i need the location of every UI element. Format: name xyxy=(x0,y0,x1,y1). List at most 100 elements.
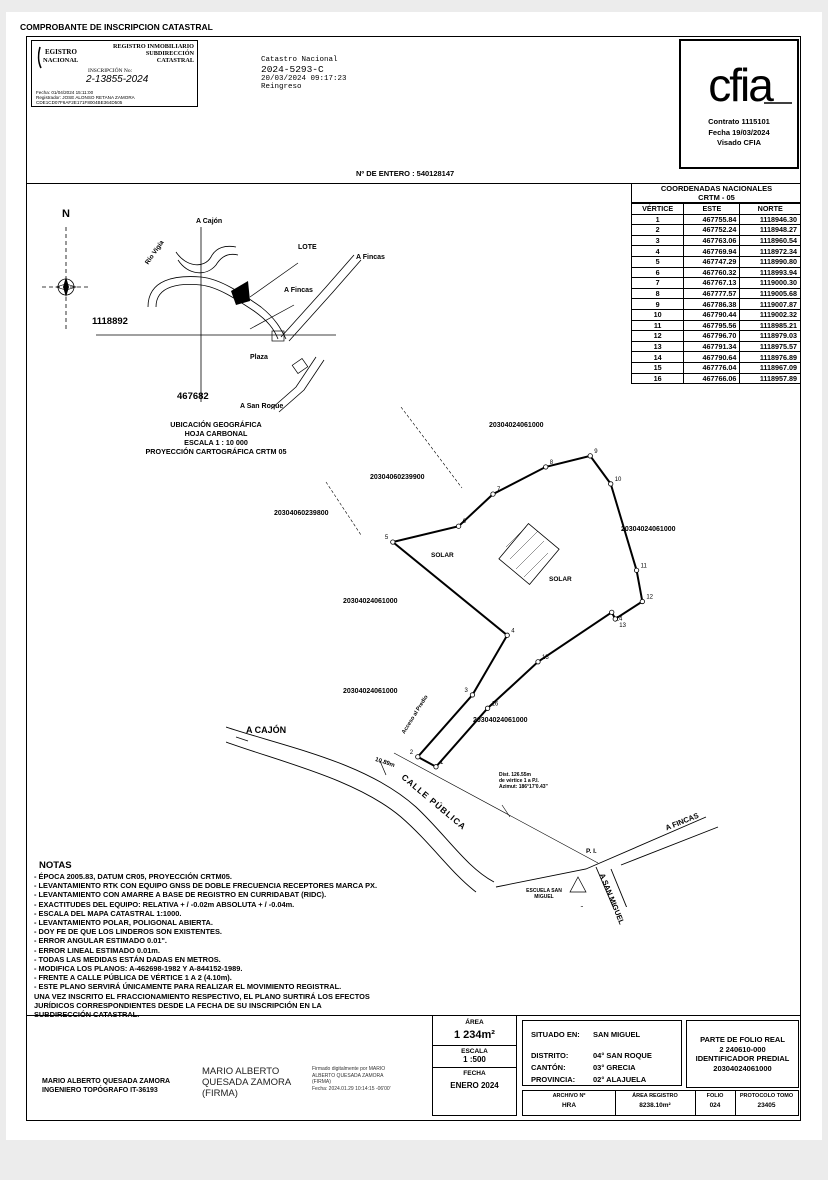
registro-nacional-logo: EGISTRO NACIONAL xyxy=(36,44,84,69)
parcel-vertex-label: 10 xyxy=(615,477,622,483)
catastro-datetime: 20/03/2024 09:17:23 xyxy=(261,74,347,83)
map-label-a-cajon: A Cajón xyxy=(196,218,223,225)
coords-east: 467769.94 xyxy=(683,245,741,257)
coords-vertex: 4 xyxy=(630,245,685,257)
coords-north: 1118946.30 xyxy=(739,213,801,226)
map-label-plaza: Plaza xyxy=(250,354,268,361)
area-registry-label: ÁREA REGISTRO xyxy=(632,1093,678,1099)
neighbor-label-lower-left: 20304024061000 xyxy=(343,688,398,695)
neighbor-label-lower-right: 20304024061000 xyxy=(473,717,528,724)
parcel-vertex-marker xyxy=(469,692,476,698)
coords-north: 1118990.80 xyxy=(739,255,801,268)
solar-label-2: SOLAR xyxy=(549,576,572,583)
parcel-vertex-label: 3 xyxy=(464,688,468,694)
geo-line-2: HOJA CARBONAL xyxy=(184,429,248,438)
engineer-block: MARIO ALBERTO QUESADA ZAMORA INGENIERO T… xyxy=(42,1077,170,1095)
map-coord-east: 467682 xyxy=(177,391,209,402)
header-divider xyxy=(26,183,801,184)
pi-label: P. I. xyxy=(586,848,597,855)
note-item: UNA VEZ INSCRITO EL FRACCIONAMIENTO RESP… xyxy=(34,991,370,1001)
coords-north: 1119002.32 xyxy=(739,308,801,321)
map-label-a-fincas-2: A Fincas xyxy=(284,287,313,294)
parcel-vertex-label: 8 xyxy=(550,460,554,466)
svg-text:NACIONAL: NACIONAL xyxy=(43,57,79,64)
date-label: FECHA xyxy=(463,1070,486,1077)
neighbor-label-top: 20304024061000 xyxy=(489,422,544,429)
coords-vertex: 16 xyxy=(630,372,685,385)
area-label: ÁREA xyxy=(465,1019,484,1026)
parcel-vertex-marker xyxy=(456,523,462,529)
parcel-vertex-marker xyxy=(639,598,645,605)
parcel-vertex-marker xyxy=(490,491,496,497)
parcel-vertex-marker xyxy=(609,609,615,615)
coords-east: 467763.06 xyxy=(683,234,741,247)
coords-north: 1118985.21 xyxy=(739,319,801,332)
archive-cell: ARCHIVO Nº HRA xyxy=(523,1091,616,1115)
coords-vertex: 3 xyxy=(630,234,685,247)
note-item: - ÉPOCA 2005.83, DATUM CR05, PROYECCIÓN … xyxy=(34,872,232,881)
distance-note: Dist. 126.55m de vértice 1 a P.I. Azimut… xyxy=(499,772,548,790)
cfia-visado: Visado CFIA xyxy=(716,138,762,147)
sig-detail-3: (FIRMA) xyxy=(312,1079,331,1085)
note-item: - MODIFICA LOS PLANOS: A-462698-1982 Y A… xyxy=(34,964,243,974)
parcel-vertex-marker xyxy=(633,567,640,573)
note-item: - EXACTITUDES DEL EQUIPO: RELATIVA + / -… xyxy=(34,899,295,909)
stamp-inscription-number: 2-13855-2024 xyxy=(86,74,149,85)
notes-list: - ÉPOCA 2005.83, DATUM CR05, PROYECCIÓN … xyxy=(34,872,377,1019)
stamp-line-3: CATASTRAL xyxy=(156,57,194,64)
note-item: - ESTE PLANO SERVIRÁ ÚNICAMENTE PARA REA… xyxy=(34,982,342,992)
map-label-a-fincas-1: A Fincas xyxy=(356,254,385,261)
sig-detail-1: Firmado digitalmente por MARIO xyxy=(312,1066,386,1072)
location-block: SITUADO EN: SAN MIGUEL DISTRITO: 04° SAN… xyxy=(522,1020,682,1086)
folio-title: PARTE DE FOLIO REAL xyxy=(700,1035,785,1044)
situated-value: SAN MIGUEL xyxy=(593,1030,641,1039)
parcel-vertex-label: 16 xyxy=(492,701,499,707)
coords-east: 467790.64 xyxy=(683,351,741,363)
folio-identifier: 20304024061000 xyxy=(713,1063,772,1073)
neighbor-label-7: 20304060239900 xyxy=(370,474,425,481)
geo-line-1: UBICACIÓN GEOGRÁFICA xyxy=(170,420,262,429)
neighbor-label-5: 20304060239800 xyxy=(274,510,329,517)
folio-block: PARTE DE FOLIO REAL 2 240610-000 IDENTIF… xyxy=(686,1020,799,1088)
cfia-date: Fecha 19/03/2024 xyxy=(708,127,770,137)
note-item: - LEVANTAMIENTO RTK CON EQUIPO GNSS DE D… xyxy=(34,881,378,891)
parcel-vertex-marker xyxy=(543,464,549,470)
coords-north: 1118960.54 xyxy=(739,234,801,247)
archive-label: ARCHIVO Nº xyxy=(552,1093,586,1099)
sig-line-3: (FIRMA) xyxy=(202,1088,238,1099)
coords-subtitle: CRTM - 05 xyxy=(631,193,801,203)
province-label: PROVINCIA: xyxy=(531,1075,576,1084)
coords-vertex: 6 xyxy=(630,266,685,279)
stamp-date: Fecha: 01/04/2024 15:11:00 xyxy=(36,90,94,95)
note-item: - TODAS LAS MEDIDAS ESTÁN DADAS EN METRO… xyxy=(34,954,221,964)
coords-east: 467791.34 xyxy=(683,340,741,353)
neighbor-label-left: 20304024061000 xyxy=(343,598,398,605)
parcel-vertex-marker xyxy=(485,705,491,711)
coords-north: 1118979.03 xyxy=(739,330,801,342)
digital-signature-details: Firmado digitalmente por MARIO ALBERTO Q… xyxy=(312,1066,427,1092)
scale-label: ESCALA xyxy=(461,1048,488,1055)
parcel-vertex-label: 12 xyxy=(646,594,653,600)
coords-header-north: NORTE xyxy=(739,203,801,215)
catastro-block: Catastro Nacional 2024-5293-C 20/03/2024… xyxy=(261,56,347,92)
geo-line-3: ESCALA 1 : 10 000 xyxy=(184,438,248,447)
location-map xyxy=(42,227,362,413)
folio-cell-value: 024 xyxy=(709,1102,721,1109)
coords-vertex: 14 xyxy=(630,351,685,363)
parcel-vertex-marker xyxy=(390,539,396,545)
sig-detail-2: ALBERTO QUESADA ZAMORA xyxy=(312,1072,384,1079)
parcel-vertex-label: 2 xyxy=(410,750,414,756)
coords-east: 467752.24 xyxy=(683,224,741,236)
cfia-box: cfia Contrato 1115101 Fecha 19/03/2024 V… xyxy=(679,39,799,169)
parcel-vertex-label: 14 xyxy=(616,616,623,622)
parcel-vertex-label: 15 xyxy=(542,655,549,661)
